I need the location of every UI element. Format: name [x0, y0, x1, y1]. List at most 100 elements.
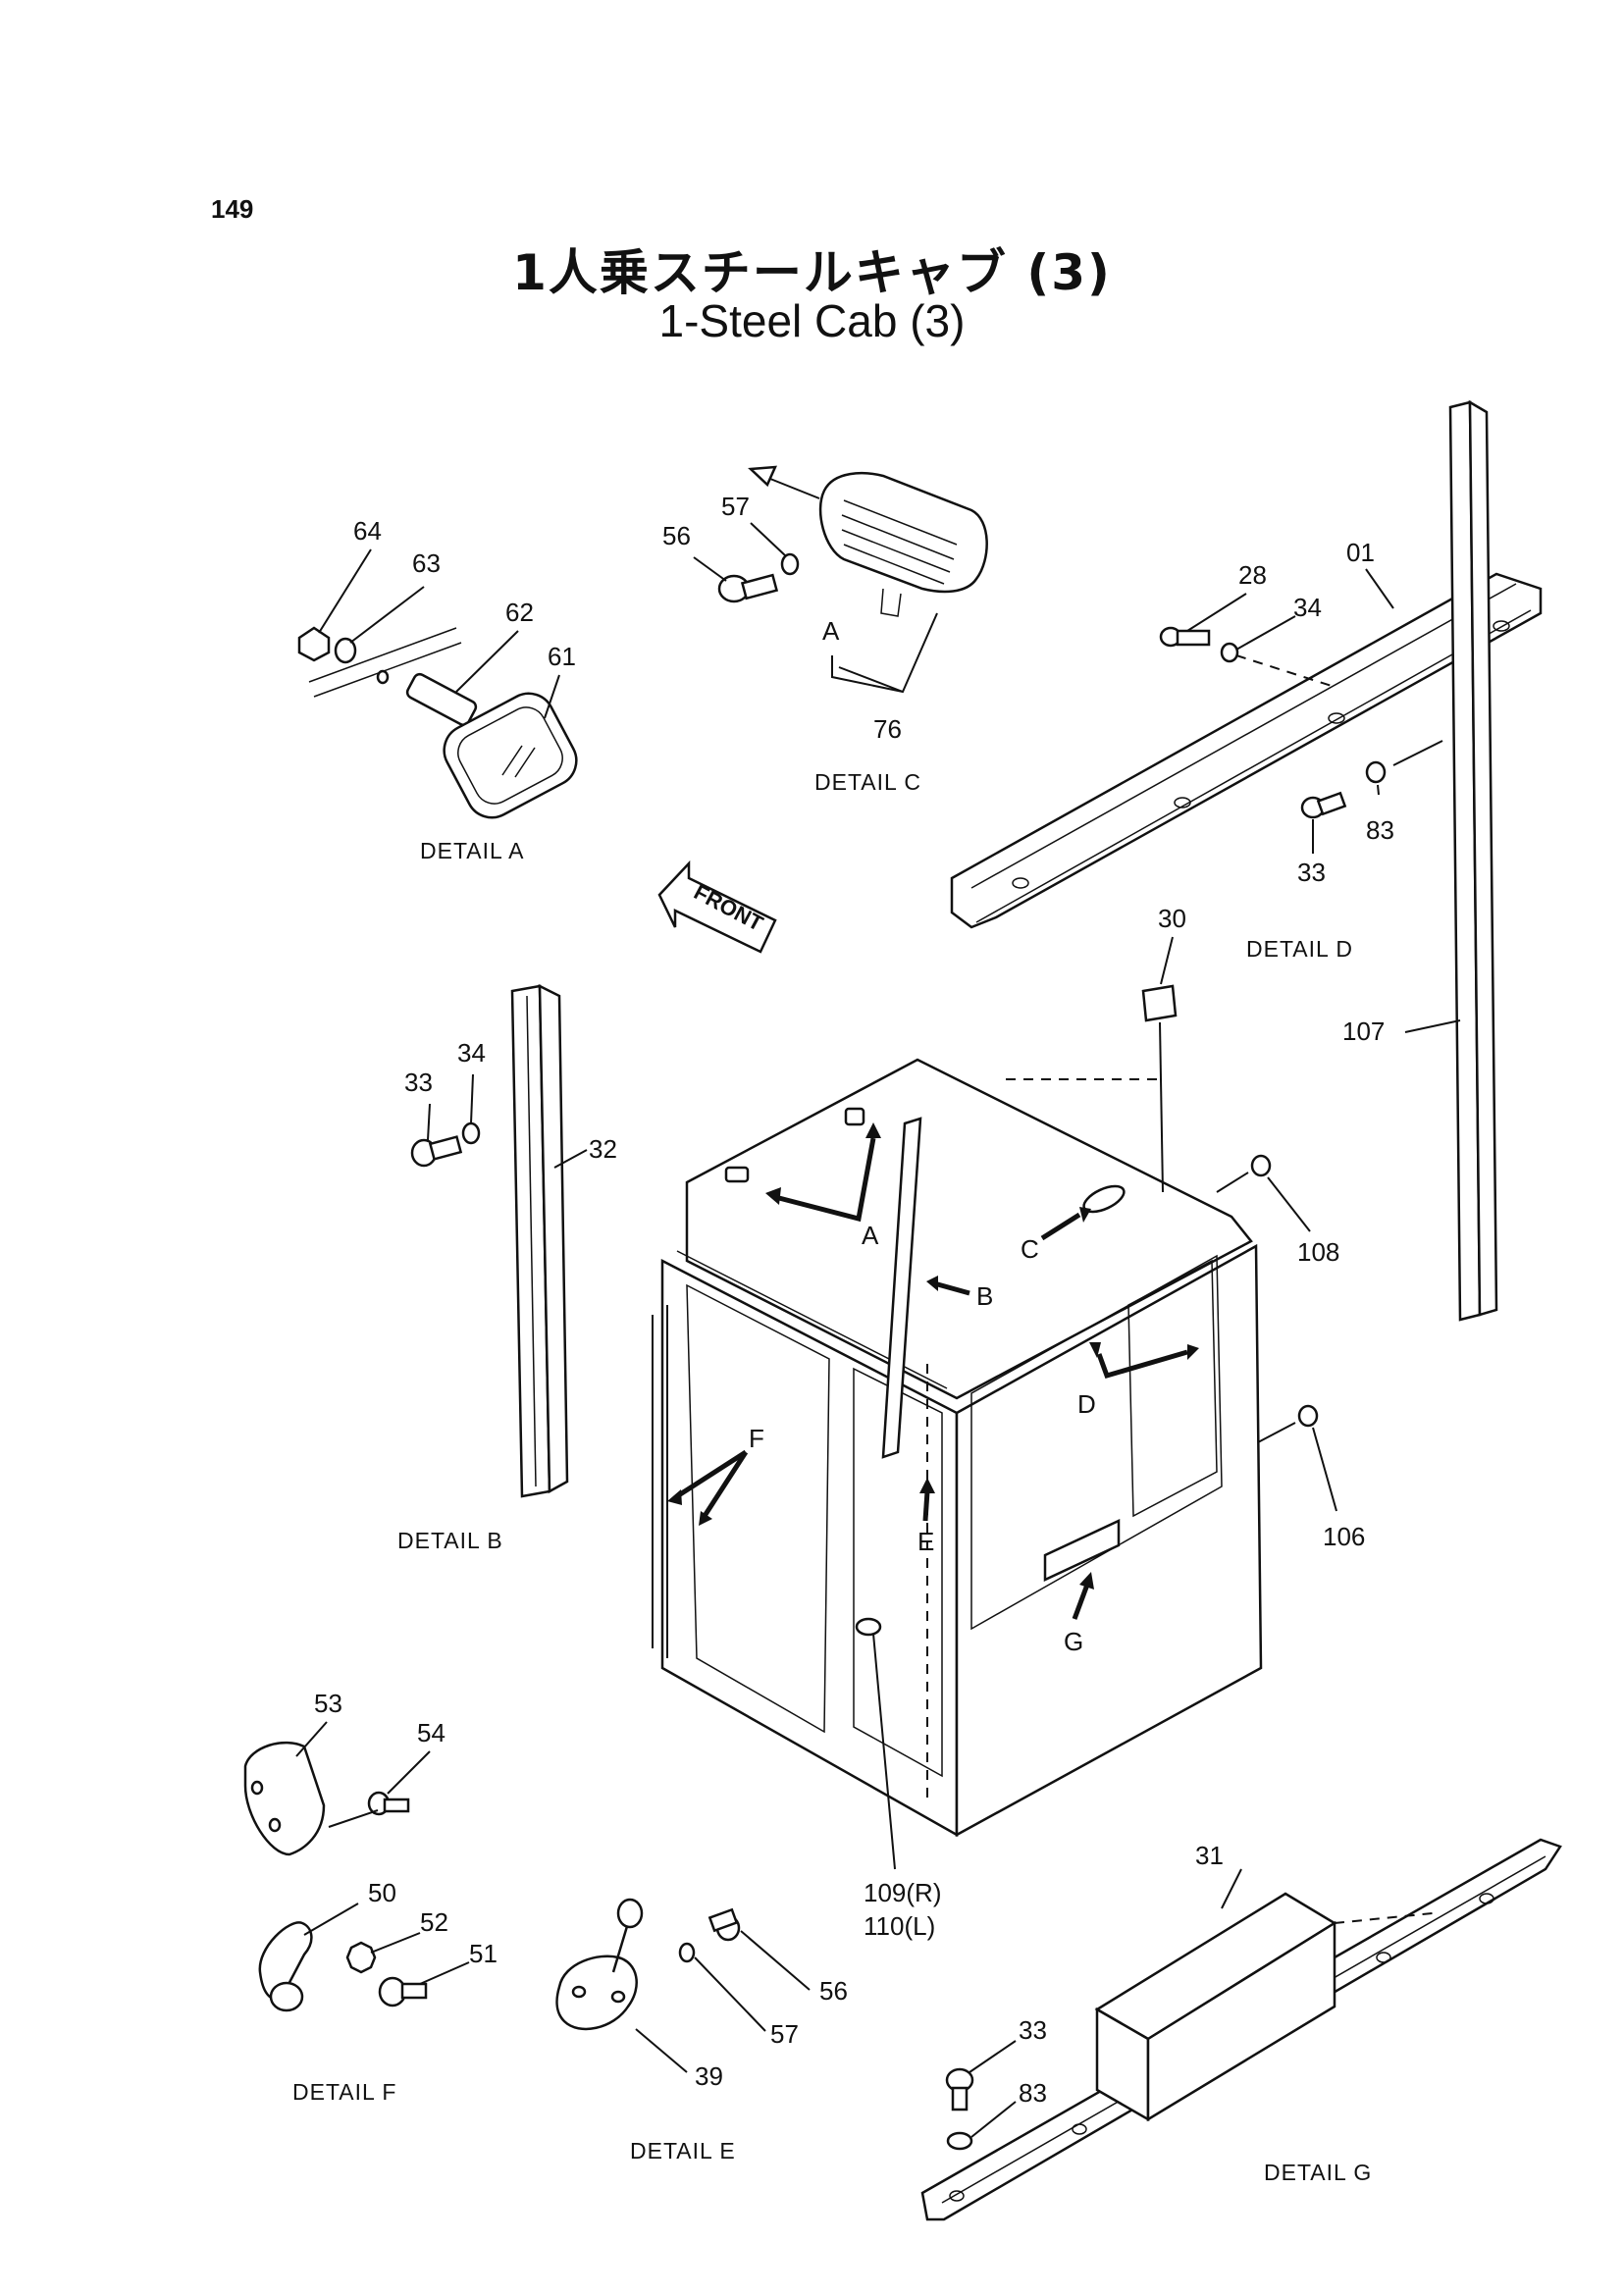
washer-part-57 [678, 1942, 696, 1963]
part-label: 33 [1297, 858, 1326, 887]
part-label: 76 [873, 714, 902, 744]
channel-b-installed [881, 1117, 922, 1459]
leader-line [419, 1961, 470, 1985]
part-label: 63 [412, 548, 441, 578]
leader-line [1404, 1019, 1461, 1033]
screw-part-54 [383, 1798, 410, 1813]
screw-part-33 [1316, 791, 1347, 816]
arrow-head-icon [926, 1276, 938, 1291]
leader-line [635, 2028, 688, 2073]
part-label: 39 [695, 2061, 723, 2091]
plate-hole [571, 1985, 587, 1999]
leader-line [349, 586, 425, 644]
leader-line [872, 1633, 896, 1870]
lamp-ribs [841, 499, 958, 585]
leader-line [470, 1073, 474, 1124]
rail-hole [1328, 712, 1345, 724]
mirror-part-61 [443, 692, 578, 819]
part-label: 33 [404, 1068, 433, 1097]
post-side [1468, 399, 1498, 1317]
latch-knob [616, 1898, 644, 1929]
leader-line [303, 1903, 359, 1936]
view-letter: A [822, 616, 840, 646]
view-arrow-a [774, 1137, 876, 1223]
bracket-boss [269, 1981, 304, 2012]
detail-a-group: 64 63 62 61 DETAIL A [297, 516, 578, 863]
detail-f-label: DETAIL F [292, 2079, 396, 2105]
knob-group: 53 54 [243, 1689, 445, 1856]
leader-line [694, 1956, 766, 2032]
leader-line [328, 1809, 379, 1828]
rail-edge [975, 609, 1532, 923]
rail-hole [1072, 2123, 1087, 2135]
glass-reflection [514, 747, 536, 778]
detail-d-group: 28 34 01 83 33 107 DETAIL D [950, 399, 1543, 1322]
door-handle-109 [855, 1617, 882, 1637]
glass-reflection [501, 745, 523, 776]
leader-line [455, 630, 519, 693]
view-letter: G [1064, 1627, 1083, 1656]
leader-line [1377, 784, 1380, 796]
screw-part-33 [428, 1135, 463, 1161]
lamp-bracket [880, 588, 902, 617]
part-label: 34 [1293, 593, 1322, 622]
plate-hole [610, 1990, 626, 2004]
leader-line [295, 1721, 328, 1757]
part-label: 57 [770, 2019, 799, 2049]
part-label: 01 [1346, 538, 1375, 567]
leader-line [544, 674, 560, 719]
leader-line [970, 2101, 1017, 2138]
part-label: 56 [819, 1976, 848, 2006]
washer-part-34 [1220, 642, 1239, 663]
part-label: 56 [662, 521, 691, 550]
detail-d-label: DETAIL D [1246, 936, 1353, 962]
seat-block-side [1146, 1920, 1336, 2122]
part-label: 57 [721, 492, 750, 521]
part-label: 34 [457, 1038, 486, 1068]
title-japanese: 1人乗スチールキャブ (3) [512, 244, 1112, 301]
part-label: 106 [1323, 1522, 1365, 1551]
washer-part-83 [946, 2131, 973, 2151]
front-arrow-icon [657, 860, 777, 954]
channel-side [538, 983, 569, 1494]
mount-bar-line [308, 627, 457, 683]
detail-f-group: 50 52 51 DETAIL F [258, 1878, 498, 2105]
mount-bar-line [313, 642, 462, 698]
view-arrow-e [922, 1490, 930, 1522]
roof-edge [686, 1260, 958, 1399]
view-arrow-d [1096, 1349, 1188, 1380]
view-letter: D [1077, 1389, 1096, 1419]
cover-part-53 [243, 1741, 326, 1856]
part-label: 28 [1238, 560, 1267, 590]
part-label: 31 [1195, 1841, 1224, 1870]
front-direction-arrow: FRONT [657, 860, 777, 954]
arrow-head-icon [699, 1511, 712, 1526]
mirror-glass [457, 706, 563, 805]
washer-part-83 [1365, 760, 1387, 784]
leader-line [1392, 740, 1443, 766]
part-label: 50 [368, 1878, 396, 1907]
part-label: 108 [1297, 1237, 1339, 1267]
leader-line [1159, 1021, 1164, 1193]
arrow-head-icon [1079, 1207, 1091, 1223]
view-arrow-f [702, 1450, 749, 1518]
arrow-head-icon [765, 1187, 781, 1205]
washer-part-57 [780, 552, 800, 576]
stay-part-62 [405, 672, 478, 727]
leader-line [831, 655, 904, 693]
arrow-head-icon [748, 465, 777, 488]
rail-hole [1012, 877, 1029, 889]
screw-part-56 [707, 1907, 739, 1933]
connector-line [1257, 1422, 1296, 1443]
view-letter: F [749, 1424, 764, 1453]
leader-line [838, 612, 938, 694]
grommet-part-106 [1297, 1404, 1319, 1428]
nut-part-64 [297, 626, 331, 662]
rail-hole [1376, 1952, 1391, 1963]
view-arrow-c [1040, 1212, 1081, 1241]
part-label: 83 [1019, 2078, 1047, 2108]
view-letter: C [1021, 1234, 1039, 1264]
roof-fitting-a [844, 1107, 865, 1126]
leader-line [1365, 568, 1394, 609]
bolt-end [376, 669, 390, 685]
